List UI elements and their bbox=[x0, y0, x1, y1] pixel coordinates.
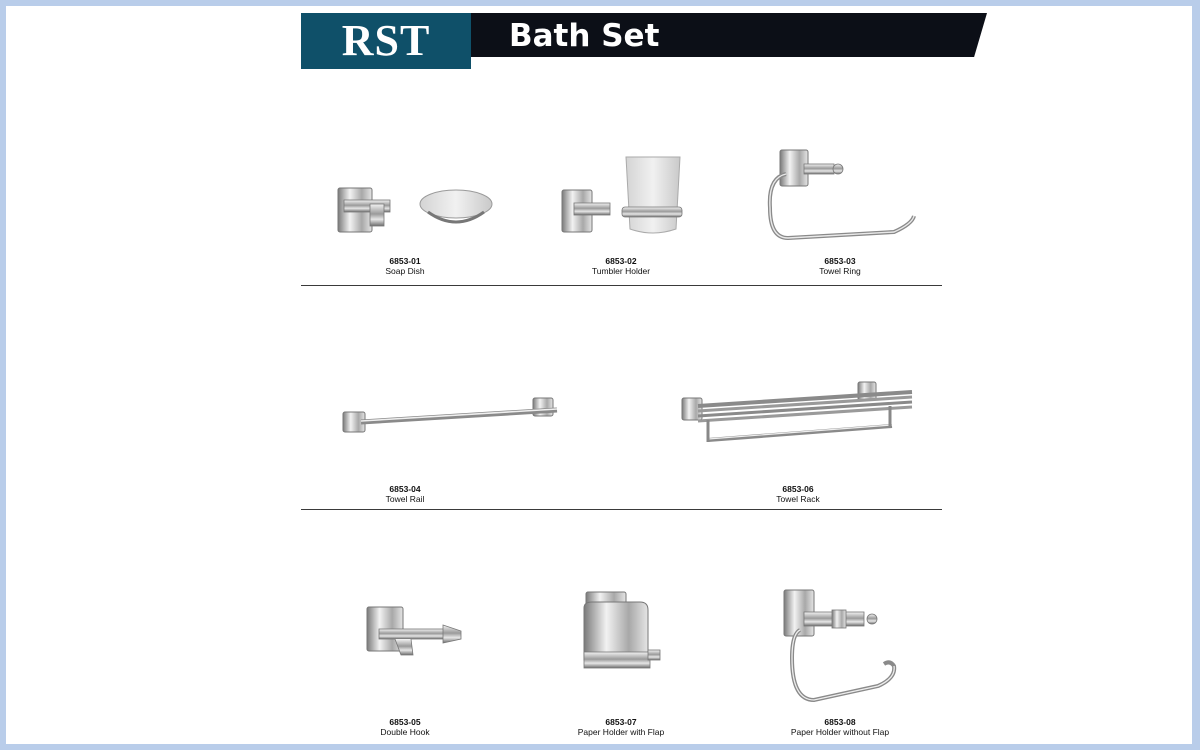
caption-6853-08: 6853-08 Paper Holder without Flap bbox=[760, 717, 920, 737]
product-name: Paper Holder with Flap bbox=[577, 727, 665, 737]
tumbler-holder-icon bbox=[561, 156, 683, 234]
product-name: Double Hook bbox=[380, 727, 430, 737]
caption-6853-03: 6853-03 Towel Ring bbox=[760, 256, 920, 276]
caption-6853-04: 6853-04 Towel Rail bbox=[325, 484, 485, 504]
towel-rail-icon bbox=[342, 397, 558, 433]
product-paper-holder[interactable] bbox=[780, 588, 905, 703]
product-towel-rail[interactable] bbox=[341, 396, 563, 436]
brand-logo: RST bbox=[341, 16, 431, 65]
product-name: Towel Ring bbox=[819, 266, 861, 276]
towel-rack-icon bbox=[681, 381, 913, 442]
product-name: Towel Rail bbox=[385, 494, 425, 504]
caption-6853-01: 6853-01 Soap Dish bbox=[325, 256, 485, 276]
brand-box: RST bbox=[301, 13, 471, 69]
caption-6853-06: 6853-06 Towel Rack bbox=[718, 484, 878, 504]
caption-6853-07: 6853-07 Paper Holder with Flap bbox=[541, 717, 701, 737]
product-code: 6853-01 bbox=[389, 256, 421, 266]
row-divider-1 bbox=[301, 285, 942, 286]
paper-holder-flap-icon bbox=[583, 591, 661, 669]
product-code: 6853-05 bbox=[389, 717, 421, 727]
product-name: Tumbler Holder bbox=[591, 266, 651, 276]
catalog-header: RST Bath Set bbox=[301, 13, 987, 69]
caption-6853-05: 6853-05 Double Hook bbox=[325, 717, 485, 737]
page-title: Bath Set bbox=[509, 18, 660, 54]
product-name: Towel Rack bbox=[776, 494, 820, 504]
product-code: 6853-02 bbox=[605, 256, 637, 266]
product-code: 6853-07 bbox=[605, 717, 637, 727]
product-name: Soap Dish bbox=[385, 266, 425, 276]
soap-dish-icon bbox=[337, 187, 493, 233]
product-soap-dish[interactable] bbox=[336, 180, 496, 240]
towel-ring-icon bbox=[767, 149, 916, 241]
product-code: 6853-08 bbox=[824, 717, 856, 727]
product-double-hook[interactable] bbox=[365, 605, 465, 660]
product-paper-holder-flap[interactable] bbox=[582, 590, 662, 672]
header-dark-band bbox=[471, 13, 987, 57]
product-towel-rack[interactable] bbox=[680, 380, 920, 450]
product-code: 6853-06 bbox=[782, 484, 814, 494]
double-hook-icon bbox=[366, 606, 462, 656]
product-code: 6853-03 bbox=[824, 256, 856, 266]
paper-holder-icon bbox=[783, 589, 897, 703]
product-tumbler-holder[interactable] bbox=[560, 155, 690, 240]
row-divider-2 bbox=[301, 509, 942, 510]
product-towel-ring[interactable] bbox=[764, 148, 919, 243]
product-code: 6853-04 bbox=[389, 484, 421, 494]
caption-6853-02: 6853-02 Tumbler Holder bbox=[541, 256, 701, 276]
product-name: Paper Holder without Flap bbox=[790, 727, 890, 737]
